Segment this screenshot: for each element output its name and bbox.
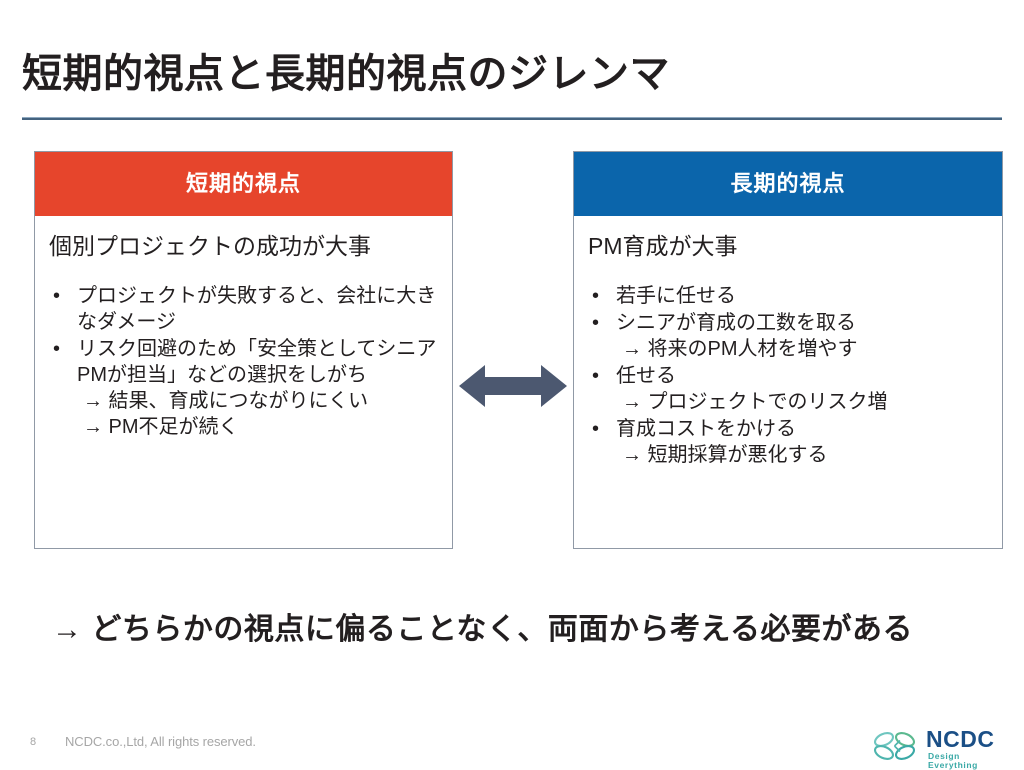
panel-long-term-bullet-list: 若手に任せる シニアが育成の工数を取る → 将来のPM人材を増やす 任せる → … bbox=[588, 283, 990, 468]
title-divider bbox=[22, 117, 1002, 120]
page-title: 短期的視点と長期的視点のジレンマ bbox=[22, 52, 670, 96]
bullet-text: シニアが育成の工数を取る bbox=[616, 311, 856, 334]
logo-tagline: Design Everything bbox=[928, 751, 978, 770]
list-item: 若手に任せる bbox=[588, 283, 990, 309]
list-item: プロジェクトが失敗すると、会社に大きなダメージ bbox=[49, 283, 440, 335]
bullet-text: リスク回避のため「安全策としてシニアPMが担当」などの選択をしがち bbox=[77, 337, 437, 386]
panel-short-term: 短期的視点 個別プロジェクトの成功が大事 プロジェクトが失敗すると、会社に大きな… bbox=[34, 151, 453, 549]
bullet-sub-text: → 将来のPM人材を増やす bbox=[622, 337, 858, 360]
bullet-text: 任せる bbox=[616, 364, 676, 387]
bullet-text: プロジェクトが失敗すると、会社に大きなダメージ bbox=[77, 284, 437, 333]
conclusion-text: → どちらかの視点に偏ることなく、両面から考える必要がある bbox=[52, 613, 914, 646]
panel-long-term-header: 長期的視点 bbox=[574, 152, 1002, 216]
list-item: リスク回避のため「安全策としてシニアPMが担当」などの選択をしがち → 結果、育… bbox=[49, 336, 440, 440]
copyright-notice: NCDC.co.,Ltd, All rights reserved. bbox=[65, 734, 256, 749]
logo-wordmark: NCDC bbox=[926, 726, 995, 752]
bullet-text: 育成コストをかける bbox=[616, 417, 796, 440]
panel-long-term: 長期的視点 PM育成が大事 若手に任せる シニアが育成の工数を取る → 将来のP… bbox=[573, 151, 1003, 549]
panel-short-term-bullet-list: プロジェクトが失敗すると、会社に大きなダメージ リスク回避のため「安全策としてシ… bbox=[49, 283, 440, 440]
page-number: 8 bbox=[30, 736, 37, 748]
bullet-sub-text: → 短期採算が悪化する bbox=[622, 443, 828, 466]
list-item: シニアが育成の工数を取る → 将来のPM人材を増やす bbox=[588, 310, 990, 362]
bullet-sub-text: → プロジェクトでのリスク増 bbox=[622, 390, 888, 413]
bullet-text: 若手に任せる bbox=[616, 284, 736, 307]
panel-short-term-header: 短期的視点 bbox=[35, 152, 452, 216]
clover-mark-icon bbox=[873, 732, 916, 760]
ncdc-logo: NCDC Design Everything bbox=[872, 726, 1012, 769]
panel-short-term-body: 個別プロジェクトの成功が大事 プロジェクトが失敗すると、会社に大きなダメージ リ… bbox=[35, 216, 452, 440]
bullet-sub-text: → 結果、育成につながりにくい bbox=[83, 389, 369, 412]
panel-short-term-lead: 個別プロジェクトの成功が大事 bbox=[49, 233, 371, 259]
list-item: 育成コストをかける → 短期採算が悪化する bbox=[588, 416, 990, 468]
panel-long-term-lead: PM育成が大事 bbox=[588, 233, 738, 259]
panel-long-term-body: PM育成が大事 若手に任せる シニアが育成の工数を取る → 将来のPM人材を増や… bbox=[574, 216, 1002, 468]
list-item: 任せる → プロジェクトでのリスク増 bbox=[588, 363, 990, 415]
double-headed-arrow-icon bbox=[459, 365, 567, 407]
bullet-sub-text: → PM不足が続く bbox=[83, 415, 239, 438]
